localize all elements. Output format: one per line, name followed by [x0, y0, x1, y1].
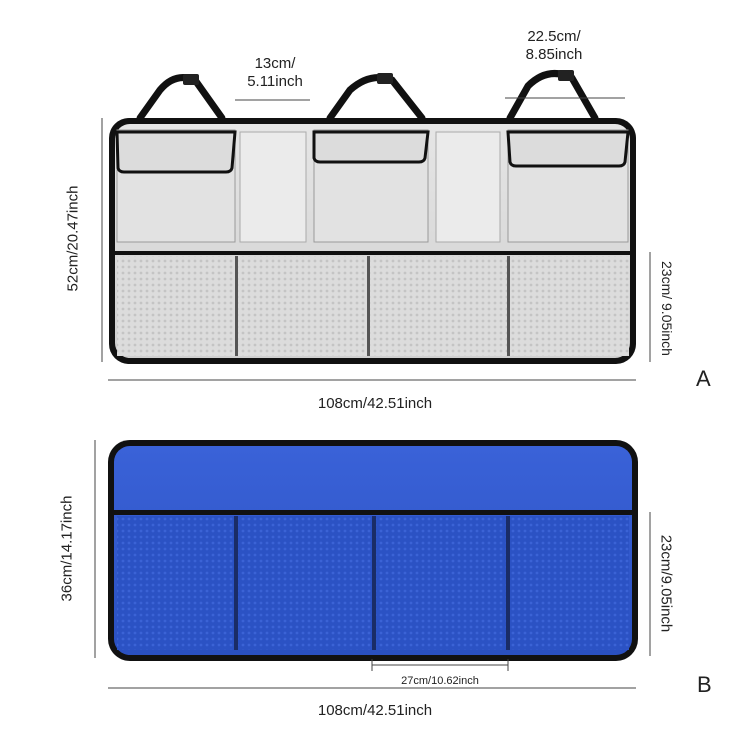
- mesh-pockets-b: [117, 516, 629, 650]
- organizer-a-pocket-height-label: 23cm/ 9.05inch: [659, 261, 675, 356]
- handle-straps: [136, 70, 599, 122]
- handle-width-label-inch: 8.85inch: [525, 46, 583, 63]
- organizer-a: [109, 70, 636, 364]
- organizer-a-letter: A: [696, 366, 711, 391]
- handle-width-label-cm: 22.5cm/: [527, 28, 581, 45]
- organizer-b-width-label: 108cm/42.51inch: [317, 702, 433, 719]
- organizer-b-pocket-width-label: 27cm/10.62inch: [401, 675, 479, 687]
- organizer-a-height-label: 52cm/20.47inch: [64, 185, 82, 292]
- organizer-b: [108, 440, 638, 661]
- strap-width-label-cm: 13cm/: [254, 55, 296, 72]
- organizer-b-pocket-height-label: 23cm/9.05inch: [657, 534, 675, 633]
- mesh-pockets-a: [117, 256, 629, 356]
- upper-pockets: [115, 129, 630, 243]
- strap-buckles: [183, 70, 574, 85]
- organizer-b-letter: B: [697, 672, 712, 697]
- dimension-lines-b: [94, 440, 651, 689]
- organizer-a-width-label: 108cm/42.51inch: [317, 395, 433, 412]
- strap-width-label-inch: 5.11inch: [247, 73, 303, 90]
- dimension-lines-a: [101, 97, 651, 381]
- organizer-b-height-label: 36cm/14.17inch: [58, 495, 76, 602]
